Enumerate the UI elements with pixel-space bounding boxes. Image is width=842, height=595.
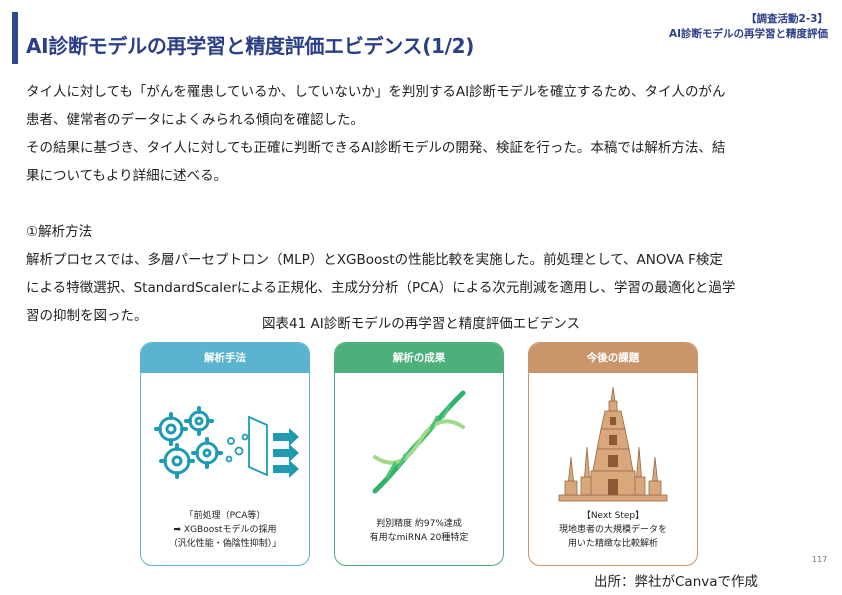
card-future-issues: 今後の課題 【Next Step】 bbox=[528, 342, 698, 566]
section-tag-line2: AI診断モデルの再学習と精度評価 bbox=[668, 28, 828, 40]
card-analysis-method: 解析手法 「前処理（PCA等） ➡ bbox=[140, 342, 310, 566]
card-analysis-results: 解析の成果 判別精度 約97%達成 有用なmiRNA 20種特定 bbox=[334, 342, 504, 566]
body-line: 果についてもより詳細に述べる。 bbox=[26, 168, 228, 184]
gears-flow-icon bbox=[154, 406, 299, 479]
section-heading: ①解析方法 bbox=[26, 224, 93, 240]
section-tag: 【調査活動2-3】 AI診断モデルの再学習と精度評価 bbox=[669, 12, 828, 42]
card-title: 今後の課題 bbox=[529, 343, 697, 373]
body-line: タイ人に対しても「がんを罹患しているか、していないか」を判別するAI診断モデルを… bbox=[26, 84, 726, 100]
figure-caption: 図表41 AI診断モデルの再学習と精度評価エビデンス bbox=[262, 316, 580, 332]
section-line: 習の抑制を図った。 bbox=[26, 308, 148, 324]
section-line: による特徴選択、StandardScalerによる正規化、主成分分析（PCA）に… bbox=[26, 280, 736, 296]
body-line: 患者、健常者のデータによくみられる傾向を確認した。 bbox=[26, 112, 365, 128]
card-title: 解析手法 bbox=[141, 343, 309, 373]
section-line: 解析プロセスでは、多層パーセプトロン（MLP）とXGBoostの性能比較を実施し… bbox=[26, 252, 723, 268]
page-title: AI診断モデルの再学習と精度評価エビデンス(1/2) bbox=[26, 34, 475, 58]
section-tag-line1: 【調査活動2-3】 bbox=[746, 13, 828, 25]
page-number: 117 bbox=[812, 555, 828, 564]
source-note: 出所：弊社がCanvaで作成 bbox=[594, 574, 759, 590]
card-description: 「前処理（PCA等） ➡ XGBoostモデルの採用 （汎化性能・偽陰性抑制）」 bbox=[168, 511, 282, 549]
body-text: タイ人に対しても「がんを罹患しているか、していないか」を判別するAI診断モデルを… bbox=[26, 78, 826, 330]
card-title: 解析の成果 bbox=[335, 343, 503, 373]
card-description: 【Next Step】 現地患者の大規模データを 用いた精緻な比較解析 bbox=[558, 511, 667, 549]
body-line: その結果に基づき、タイ人に対しても正確に判断できるAI診断モデルの開発、検証を行… bbox=[26, 140, 726, 156]
title-accent-bar bbox=[12, 12, 18, 64]
dna-helix-icon bbox=[372, 390, 466, 494]
card-description: 判別精度 約97%達成 有用なmiRNA 20種特定 bbox=[369, 519, 469, 543]
temple-icon bbox=[558, 386, 668, 502]
